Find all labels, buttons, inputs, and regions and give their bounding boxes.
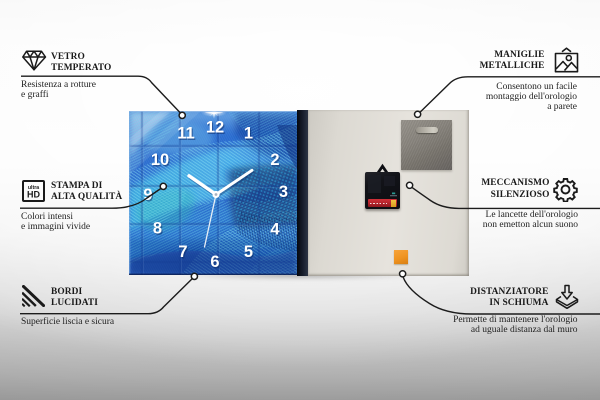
- svg-text:6: 6: [210, 253, 219, 271]
- svg-text:12: 12: [207, 120, 225, 138]
- svg-text:2: 2: [272, 152, 281, 170]
- svg-text:2: 2: [270, 151, 279, 169]
- svg-text:12: 12: [206, 119, 224, 137]
- svg-text:8: 8: [154, 221, 163, 239]
- svg-text:7: 7: [180, 244, 189, 262]
- svg-text:5: 5: [244, 243, 253, 261]
- svg-text:11: 11: [178, 126, 195, 144]
- svg-text:1: 1: [245, 126, 254, 144]
- svg-text:3: 3: [280, 184, 289, 202]
- svg-text:1: 1: [244, 125, 253, 143]
- svg-text:10: 10: [152, 152, 170, 170]
- svg-text:ultra: ultra: [28, 185, 39, 191]
- svg-text:8: 8: [153, 220, 162, 238]
- svg-text:5: 5: [245, 244, 254, 262]
- svg-text:3: 3: [279, 183, 288, 201]
- svg-text:11: 11: [177, 125, 194, 143]
- svg-text:9: 9: [143, 186, 152, 204]
- svg-text:4: 4: [272, 222, 282, 240]
- svg-text:4: 4: [270, 221, 280, 239]
- svg-text:7: 7: [178, 243, 187, 261]
- svg-text:6: 6: [212, 254, 221, 272]
- svg-text:HD: HD: [27, 190, 40, 200]
- svg-text:10: 10: [151, 151, 169, 169]
